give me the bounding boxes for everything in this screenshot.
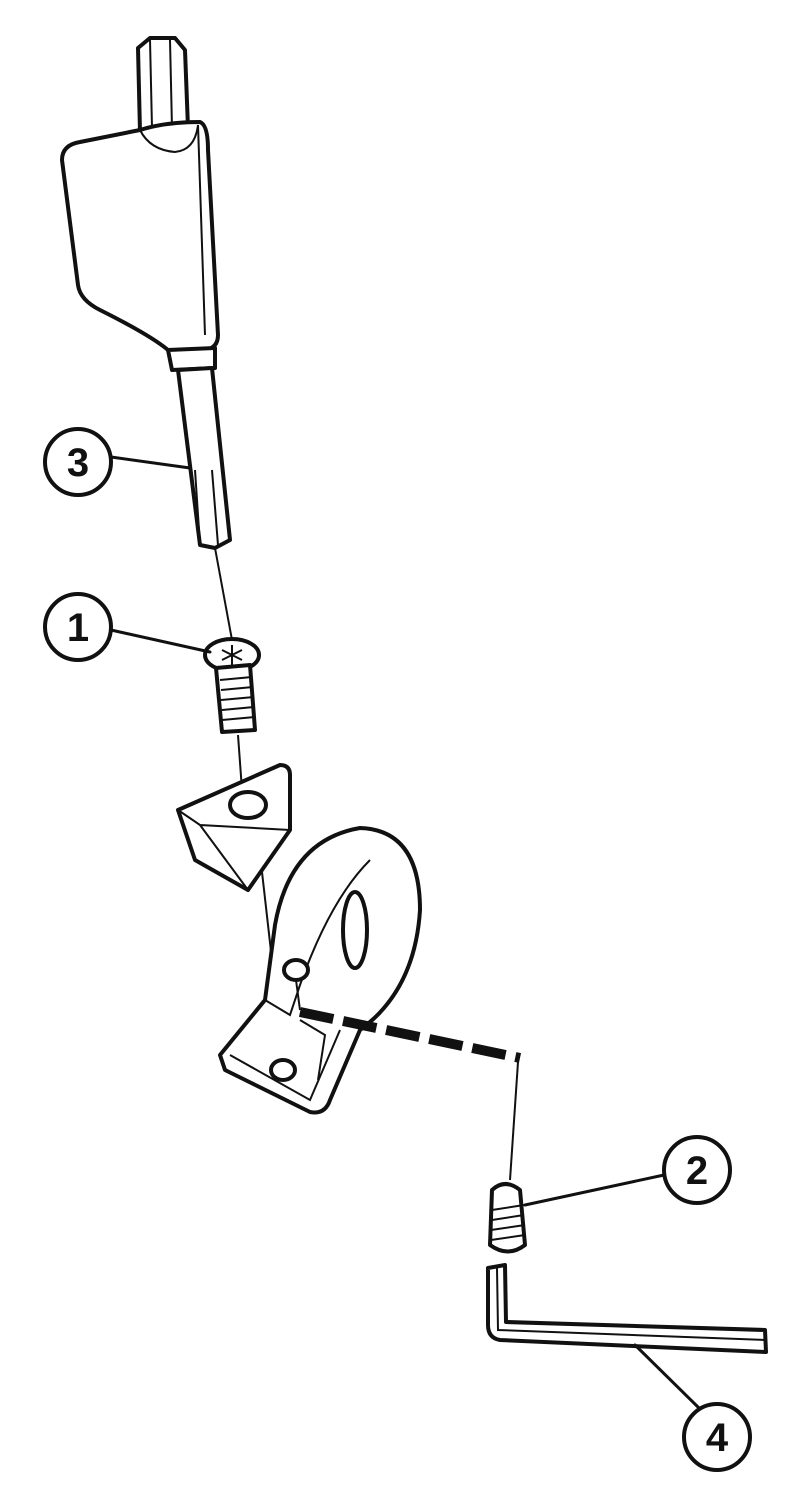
callout-label: 3: [67, 441, 89, 485]
callout-3: 3: [43, 427, 192, 497]
torx-key: [60, 36, 232, 550]
cutting-insert: [176, 763, 292, 1076]
callout-4: 4: [633, 1343, 752, 1472]
insert-screw: [203, 547, 261, 791]
set-screw: [488, 1182, 527, 1254]
assembly-axis: [298, 1007, 522, 1181]
shim-seat: [218, 826, 422, 1115]
callout-label: 1: [67, 606, 89, 650]
callout-1: 1: [43, 592, 212, 662]
callout-label: 4: [706, 1416, 729, 1460]
hex-key: [486, 1263, 768, 1354]
callout-2: 2: [523, 1135, 732, 1207]
callout-label: 2: [686, 1149, 708, 1193]
